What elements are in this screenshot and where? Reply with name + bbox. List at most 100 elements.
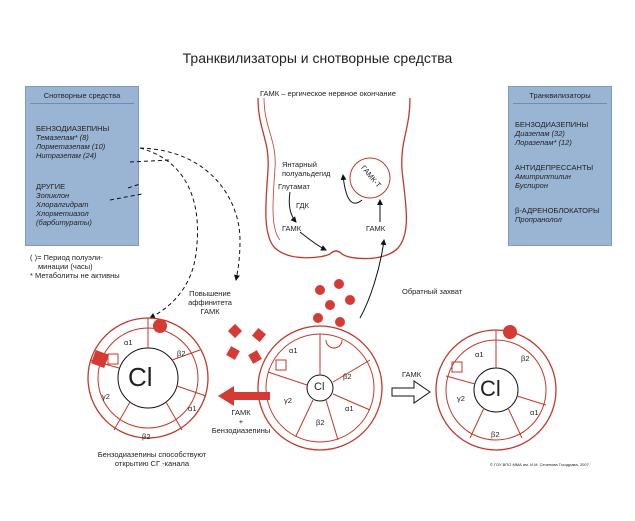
bzd-site-bound xyxy=(91,350,109,368)
nerve-terminal xyxy=(257,97,411,260)
hypnotics-benzo-title: БЕНЗОДИАЗЕПИНЫ xyxy=(36,124,110,133)
subunit-label: γ2 xyxy=(284,396,292,405)
nerve-terminal-inner xyxy=(263,97,281,241)
subunit-label: β2 xyxy=(142,432,151,441)
bzd-molecule xyxy=(248,350,262,364)
hypnotics-other-title: ДРУГИЕ xyxy=(36,182,66,191)
note-line: ( )= Период полуэли- xyxy=(30,253,103,262)
gdk-arrow xyxy=(288,191,297,223)
subunit-label: β2 xyxy=(521,354,530,363)
affinity-line: Повышение xyxy=(189,289,231,298)
gaba-label-right: ГАМК xyxy=(366,224,386,233)
notes: ( )= Период полуэли- минации (часы) * Ме… xyxy=(30,253,140,280)
gaba-molecule xyxy=(315,285,325,295)
hypnotics-panel: Снотворные средства БЕНЗОДИАЗЕПИНЫ Темаз… xyxy=(25,86,139,246)
combo-line: Бензодиазепины xyxy=(211,426,271,435)
subunit-label: α1 xyxy=(188,404,197,413)
gaba-hollow-arrow xyxy=(391,380,431,404)
tranq-beta-item: Пропранолол xyxy=(515,215,562,224)
tranq-antidep-title: АНТИДЕПРЕССАНТЫ xyxy=(515,163,594,172)
subunit-label: α1 xyxy=(124,338,133,347)
subunit-label: β2 xyxy=(343,372,352,381)
receptor-left xyxy=(87,317,209,439)
gaba-molecule xyxy=(334,279,344,289)
tranq-antidep-item: Амитриптилин xyxy=(515,172,571,181)
affinity-line: ГАМК xyxy=(200,307,220,316)
bzd-molecule xyxy=(227,323,243,339)
hypnotics-other-item: Зопиклон xyxy=(36,191,70,200)
dashed-arrow xyxy=(139,147,241,281)
affinity-label: Повышение аффинитета ГАМК xyxy=(175,289,245,316)
tranq-beta-title: β-АДРЕНОБЛОКАТОРЫ xyxy=(515,206,600,215)
subunit-label: γ2 xyxy=(457,394,465,403)
bzd-pocket xyxy=(451,361,463,373)
subunit-label: α1 xyxy=(530,408,539,417)
cl-ion-right: Cl xyxy=(480,376,501,401)
hypnotics-other-item: Хлорметиазол xyxy=(36,209,89,218)
caption-line: Бензодиазепины способствуют xyxy=(97,450,207,459)
succinic-line: Янтарный xyxy=(282,160,317,169)
page-title: Транквилизаторы и снотворные средства xyxy=(182,50,453,66)
hypnotics-benzo-item: Лорметазепам (10) xyxy=(36,142,106,151)
gaba-site-bound xyxy=(153,319,167,333)
gaba-molecule xyxy=(313,313,323,323)
subunit-label: β2 xyxy=(316,418,325,427)
receptor-right xyxy=(435,325,557,451)
dashed-line xyxy=(129,159,171,163)
dashed-line xyxy=(127,183,141,189)
hypnotics-panel-header: Снотворные средства xyxy=(30,87,134,104)
bzd-pocket xyxy=(275,359,287,371)
subunit-label: α1 xyxy=(475,350,484,359)
combo-line: ГАМК xyxy=(231,408,251,417)
subunit-label: γ2 xyxy=(102,392,110,401)
gaba-t-circle xyxy=(349,157,391,199)
gaba-molecule xyxy=(335,317,345,327)
combo-label: ГАМК + Бензодиазепины xyxy=(208,408,274,435)
tranq-benzo-item: Лоразепам* (12) xyxy=(515,138,572,147)
copyright: © ГОУ ВПО ММА им. И.М. Сеченова Госздрав… xyxy=(490,462,589,467)
dashed-line xyxy=(109,193,143,201)
gdk-label: ГДК xyxy=(296,201,310,210)
gaba-site-bound xyxy=(503,325,517,339)
succinic-label: Янтарный полуальдегид xyxy=(282,160,330,178)
tranquilizers-panel-header: Транквилизаторы xyxy=(513,87,607,104)
gaba-molecule xyxy=(345,295,355,305)
terminal-label: ГАМК – ергическое нервное окончание xyxy=(260,89,396,98)
cl-ion-middle: Cl xyxy=(314,381,325,393)
bzd-pocket xyxy=(107,353,119,365)
subunit-label: α1 xyxy=(289,346,298,355)
tranq-benzo-item: Диазепам (32) xyxy=(515,129,565,138)
combo-line: + xyxy=(238,417,244,426)
receptor-middle xyxy=(257,325,383,451)
subunit-label: β2 xyxy=(491,430,500,439)
gaba-binding-pocket xyxy=(325,339,343,349)
subunit-label: β2 xyxy=(177,349,186,358)
dashed-arrow xyxy=(139,147,199,319)
combo-arrow xyxy=(218,386,270,406)
affinity-line: аффинитета xyxy=(188,298,232,307)
bzd-molecule xyxy=(226,346,240,360)
note-line: * Метаболиты не активны xyxy=(30,271,120,280)
reuptake-label: Обратный захват xyxy=(402,287,463,296)
hypnotics-benzo-item: Темазепам* (8) xyxy=(36,133,89,142)
reuptake-arrow xyxy=(359,239,387,319)
caption: Бензодиазепины способствуют открытию СГ … xyxy=(92,450,212,468)
succinic-line: полуальдегид xyxy=(282,169,331,178)
hypnotics-other-item: Хлоралгидрат xyxy=(36,200,89,209)
arrow-gaba-label: ГАМК xyxy=(402,370,422,379)
hypnotics-benzo-item: Нитразепам (24) xyxy=(36,151,97,160)
tranq-antidep-item: Буспирон xyxy=(515,181,548,190)
gaba-molecule xyxy=(325,300,335,310)
bzd-molecule xyxy=(251,327,267,343)
gaba-label-left: ГАМК xyxy=(282,224,302,233)
tranquilizers-panel: Транквилизаторы БЕНЗОДИАЗЕПИНЫ Диазепам … xyxy=(508,86,612,246)
cl-ion-left: Cl xyxy=(128,362,153,392)
hypnotics-other-item: (барбитураты) xyxy=(36,218,92,227)
gaba-t-arrow xyxy=(340,174,363,204)
caption-line: открытию СГ -канала xyxy=(114,459,190,468)
gaba-to-vesicle-arrow xyxy=(299,231,327,251)
note-line: минации (часы) xyxy=(38,262,93,271)
glutamate-label: Глутамат xyxy=(278,182,310,191)
subunit-label: α1 xyxy=(345,404,354,413)
